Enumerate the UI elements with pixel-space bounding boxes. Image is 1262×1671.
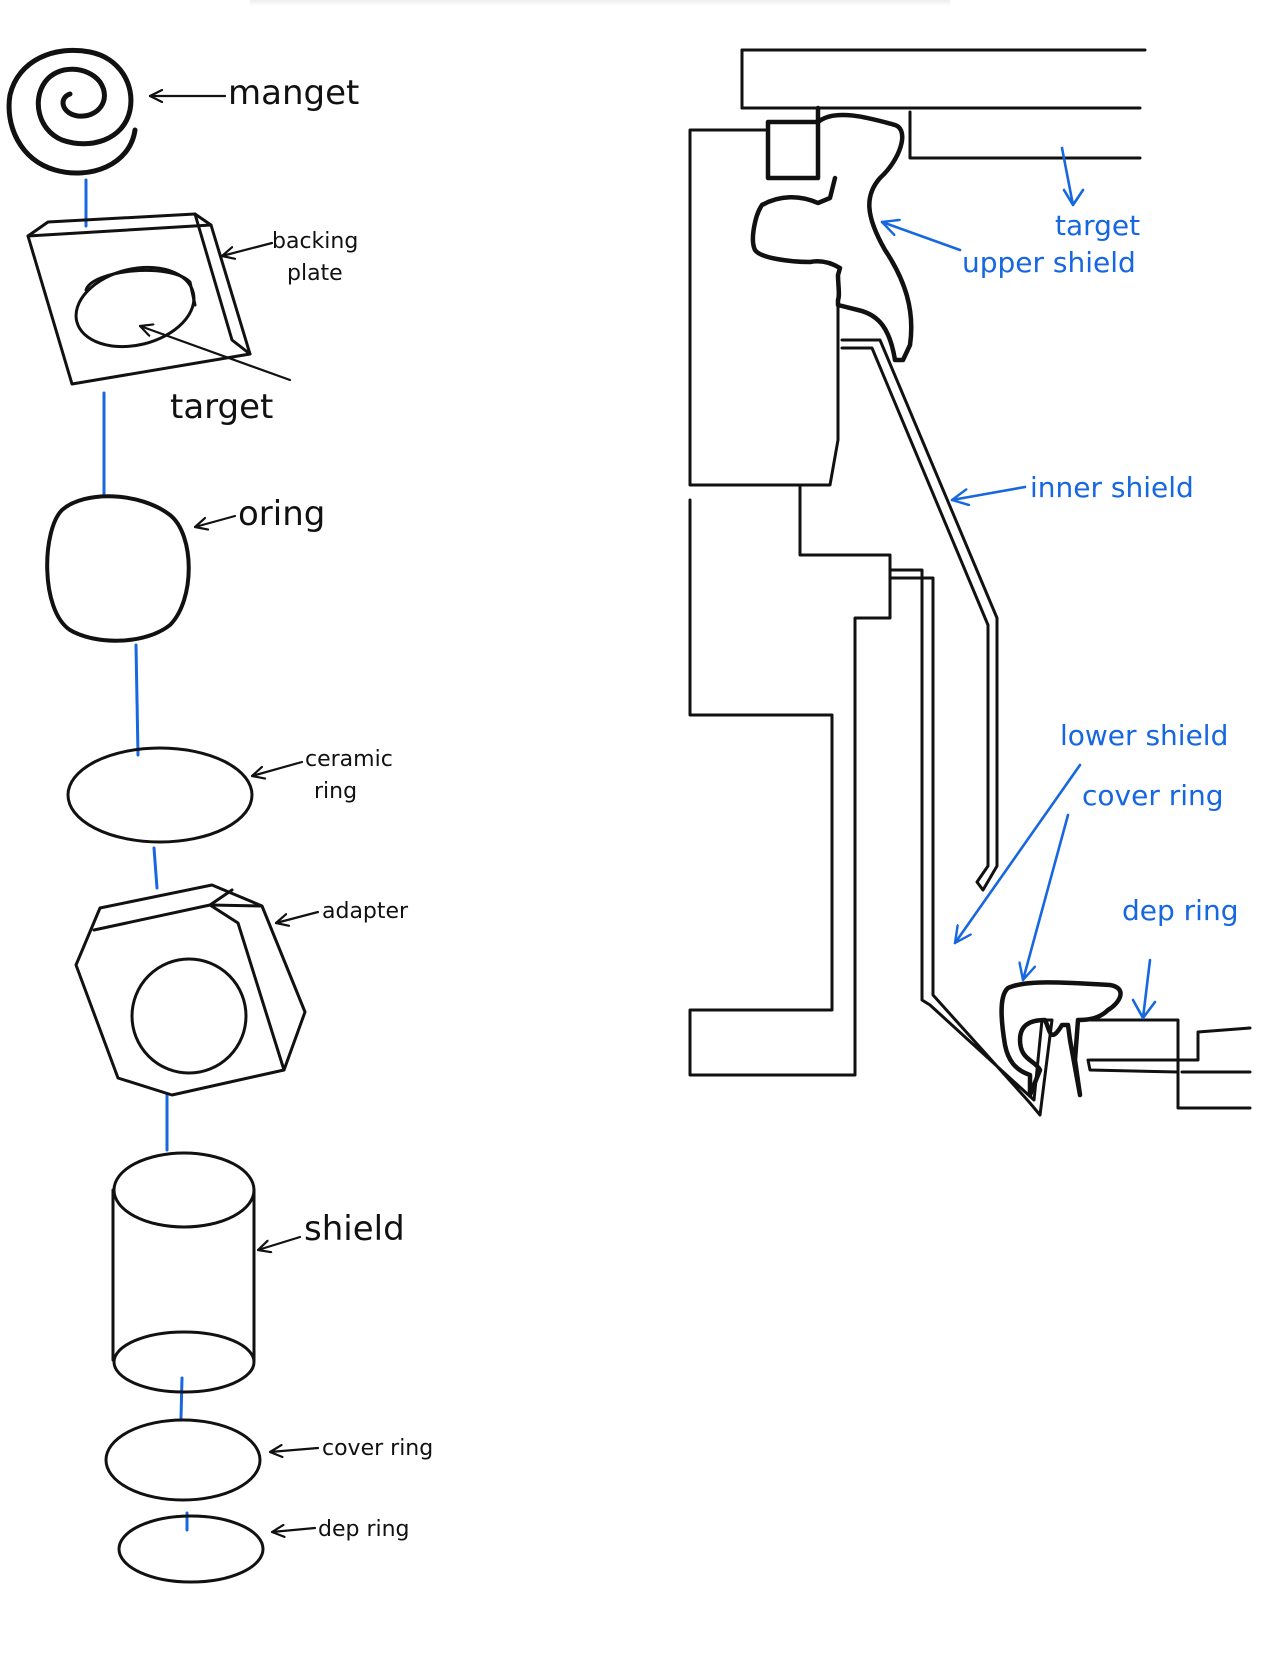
dep-ring-section [1088, 1018, 1180, 1062]
label-adapter: adapter [322, 899, 409, 924]
dep-ring-arrow [270, 1528, 317, 1532]
label-cover-ring-section: cover ring [1082, 779, 1224, 812]
backing-plate-arrow [220, 241, 274, 256]
shield-arrow [256, 1235, 302, 1250]
exploded-view [6, 47, 320, 1584]
inner-shield [840, 338, 999, 892]
cross-section-arrows [880, 146, 1157, 1020]
cover-ring-section [999, 980, 1123, 1098]
lower-shield [888, 568, 1054, 1117]
cover-ring-shape [104, 1418, 262, 1502]
oring-arrow [193, 514, 237, 527]
adapter-shape [74, 883, 307, 1097]
upper-shield [750, 105, 914, 363]
dep-ring-shape [117, 1514, 265, 1584]
shield-cylinder-shape [111, 1151, 256, 1394]
cover-ring-arrow-section [1023, 813, 1070, 982]
pedestal [1086, 1026, 1252, 1110]
ceramic-ring-shape [66, 746, 254, 844]
label-target: target [170, 387, 273, 427]
target-pointer-arrow [1060, 146, 1085, 207]
label-backing-plate-2: plate [287, 261, 343, 286]
lower-shield-arrow [953, 763, 1082, 945]
cover-ring-arrow [268, 1448, 320, 1452]
cross-section-view [688, 48, 1252, 1117]
label-ceramic-1: ceramic [305, 747, 393, 772]
label-oring: oring [238, 494, 325, 534]
adapter-arrow [274, 910, 320, 923]
label-shield: shield [304, 1209, 405, 1249]
stack-connector-line [84, 178, 189, 1532]
lower-body-block [688, 485, 892, 1077]
label-upper-shield: upper shield [962, 246, 1136, 279]
label-target-section: target [1055, 209, 1140, 242]
label-dep-ring: dep ring [318, 1517, 410, 1542]
label-dep-ring-section: dep ring [1122, 894, 1238, 927]
target-arrow [138, 326, 292, 382]
label-magnet: manget [228, 73, 359, 113]
page-top-shadow [250, 0, 950, 6]
label-backing-plate-1: backing [272, 229, 358, 254]
upper-shield-arrow [880, 222, 962, 252]
upper-body-block [688, 128, 840, 487]
target-plate [740, 48, 1147, 160]
label-cover-ring: cover ring [322, 1436, 433, 1461]
magnet-spiral-icon [6, 47, 138, 176]
label-inner-shield: inner shield [1030, 471, 1194, 504]
ceramic-arrow [250, 760, 304, 776]
inner-shield-arrow [950, 485, 1027, 500]
dep-ring-arrow-section [1131, 958, 1157, 1020]
oring-shape [45, 494, 191, 643]
backing-plate [26, 212, 252, 386]
label-lower-shield: lower shield [1060, 719, 1228, 752]
label-ceramic-2: ring [314, 779, 357, 804]
